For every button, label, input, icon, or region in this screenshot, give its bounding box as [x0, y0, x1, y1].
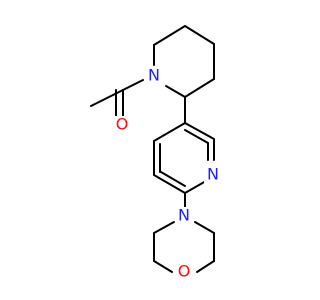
- atom-label-o-morpholine: O: [178, 262, 191, 281]
- atom-n-morpholine: N: [175, 206, 193, 225]
- atom-label-n-pyridine: N: [207, 165, 219, 184]
- bond-pyr-c6-c5-double: [160, 171, 186, 187]
- bond-pyr-c4-c3: [153, 122, 186, 142]
- bond-pip-c5-c4: [184, 25, 215, 45]
- bond-carbonyl-n-piperidine: [122, 79, 144, 91]
- atom-n-pyridine: N: [204, 165, 222, 184]
- structure-canvas: N O N N O: [90, 25, 222, 281]
- bond-morph-o-c5: [196, 260, 215, 273]
- bond-pip-c6-c5: [153, 25, 186, 46]
- bond-methyl-carbonyl: [90, 89, 124, 107]
- atom-o-morpholine: O: [175, 262, 193, 281]
- bond-morph-c3-o: [153, 260, 173, 273]
- bond-morph-n-c2: [153, 221, 175, 234]
- bond-pyr-c6-c5: [153, 174, 186, 194]
- bond-morph-c6-n: [194, 221, 215, 234]
- bond-pip-c3-c2: [184, 78, 215, 98]
- atom-n-piperidine: N: [145, 66, 163, 85]
- bond-pip-c2-n: [165, 85, 186, 98]
- atom-label-o-carbonyl: O: [116, 115, 129, 134]
- atom-label-n-piperidine: N: [148, 66, 160, 85]
- bond-pyr-n-c6: [184, 180, 207, 194]
- atom-label-n-morpholine: N: [178, 206, 190, 225]
- molecule-diagram: N O N N O: [90, 25, 222, 281]
- bond-pyr-c3-c2-double: [184, 129, 209, 144]
- atom-o-carbonyl: O: [114, 115, 132, 134]
- bond-pyr-c3-c2: [184, 122, 215, 140]
